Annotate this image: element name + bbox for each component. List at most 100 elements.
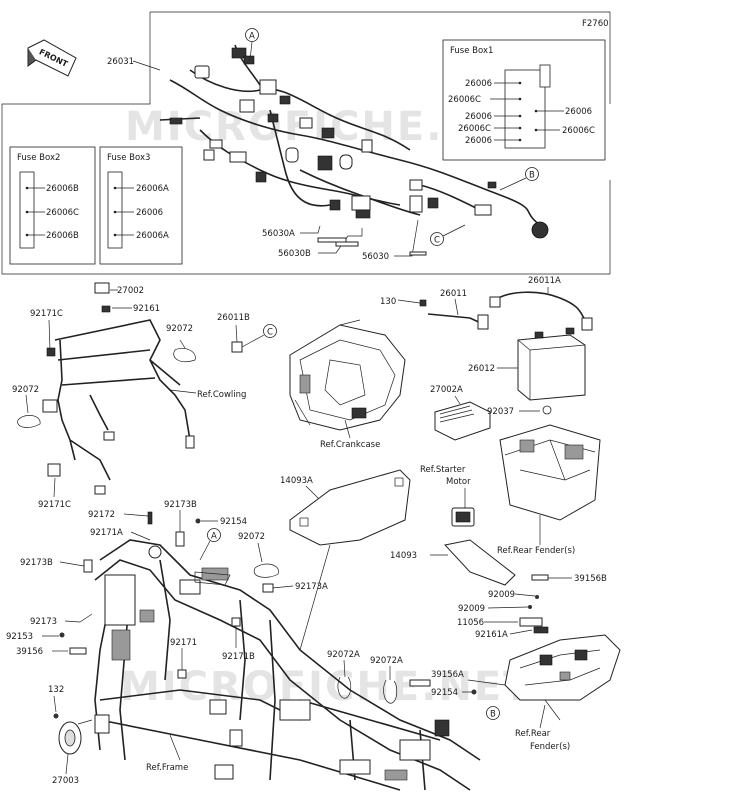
- svg-text:B: B: [490, 710, 496, 720]
- svg-text:26006: 26006: [465, 136, 492, 146]
- svg-text:26006: 26006: [136, 208, 163, 218]
- svg-text:26006: 26006: [465, 112, 492, 122]
- label-92173b-top: 92173B: [164, 500, 197, 510]
- callout-a-top: A: [245, 28, 259, 61]
- main-wiring-harness: [159, 44, 549, 239]
- callout-c-top: C: [430, 224, 466, 246]
- harness-frame-top: [150, 11, 611, 104]
- clip-92072-a: [173, 347, 196, 363]
- label-92171c-bot: 92171C: [38, 500, 71, 510]
- callout-b-bottom: B: [486, 706, 500, 720]
- ref-rear-fender-b-line2: Fender(s): [530, 742, 570, 752]
- fuse-box1-title: Fuse Box1: [450, 46, 493, 56]
- crankcase: [289, 319, 406, 431]
- label-92171c-top: 92171C: [30, 309, 63, 319]
- label-92173a: 92173A: [295, 582, 328, 592]
- svg-text:26006A: 26006A: [136, 184, 169, 194]
- part-26011b: [231, 341, 243, 353]
- fuse-box2: Fuse Box2 26006B 26006C 26006B: [9, 146, 96, 265]
- label-11056: 11056: [457, 618, 484, 628]
- svg-text:26006B: 26006B: [46, 231, 79, 241]
- label-92161a: 92161A: [475, 630, 508, 640]
- clip-92072a-a: [337, 676, 352, 699]
- svg-text:26006: 26006: [565, 107, 592, 117]
- fuse-box3: Fuse Box3 26006A 26006 26006A: [99, 146, 183, 265]
- cover-14093: [444, 539, 516, 586]
- ref-frame: Ref.Frame: [146, 763, 188, 773]
- label-92072a-b: 92072A: [370, 656, 403, 666]
- label-92161: 92161: [133, 304, 160, 314]
- label-14093: 14093: [390, 551, 417, 561]
- svg-text:26006A: 26006A: [136, 231, 169, 241]
- watermark-bottom: MICROFICHE.NET: [120, 664, 533, 710]
- rear-fender-lower: [504, 634, 621, 721]
- svg-text:56030B: 56030B: [278, 249, 311, 259]
- part-27002: [94, 282, 110, 294]
- fuse-box1: Fuse Box1 26006 26006C 26006 26006C 2600…: [442, 39, 606, 161]
- svg-text:B: B: [529, 171, 535, 181]
- leader-26031: [132, 60, 161, 71]
- part-27002a: [434, 401, 491, 441]
- cable-26011a: [494, 291, 586, 321]
- callout-b-top: B: [499, 167, 539, 191]
- main-frame: [94, 539, 481, 791]
- svg-text:56030A: 56030A: [262, 229, 295, 239]
- svg-text:26006B: 26006B: [46, 184, 79, 194]
- label-92154-top: 92154: [220, 517, 247, 527]
- svg-text:26006C: 26006C: [562, 126, 595, 136]
- label-130: 130: [380, 297, 396, 307]
- label-92172: 92172: [88, 510, 115, 520]
- label-92072a-a: 92072A: [327, 650, 360, 660]
- leaders-56030: 56030A 56030B 56030: [262, 209, 427, 262]
- svg-text:26006C: 26006C: [448, 95, 481, 105]
- callout-a-bottom: A: [199, 528, 221, 561]
- label-39156b: 39156B: [574, 574, 607, 584]
- figure-code: F2760: [582, 19, 609, 29]
- bracket-92173a: [194, 571, 231, 586]
- ref-cowling: Ref.Cowling: [197, 390, 246, 400]
- label-27003: 27003: [52, 776, 79, 786]
- svg-text:26006C: 26006C: [46, 208, 79, 218]
- label-27002: 27002: [117, 286, 144, 296]
- front-arrow-icon: FRONT: [27, 39, 77, 77]
- svg-text:C: C: [267, 328, 273, 338]
- svg-text:56030: 56030: [362, 252, 389, 262]
- label-92009-b: 92009: [458, 604, 485, 614]
- rear-fender-box: [499, 424, 601, 521]
- horn-27003: [58, 719, 93, 755]
- label-27002a: 27002A: [430, 385, 463, 395]
- clip-92072-c: [253, 563, 279, 578]
- label-92171: 92171: [170, 638, 197, 648]
- label-92171a: 92171A: [90, 528, 123, 538]
- clip-92072a-b: [383, 679, 398, 704]
- harness-frame-outline: [1, 12, 611, 275]
- fuse-box2-title: Fuse Box2: [17, 153, 60, 163]
- svg-text:A: A: [211, 532, 217, 542]
- label-92171b: 92171B: [222, 652, 255, 662]
- cowling-bracket: [42, 319, 195, 495]
- label-92072-b: 92072: [12, 385, 39, 395]
- label-92173b-left: 92173B: [20, 558, 53, 568]
- ref-starter-line2: Motor: [446, 477, 471, 487]
- starter-relay: [451, 507, 475, 527]
- label-14093a: 14093A: [280, 476, 313, 486]
- label-26031: 26031: [107, 57, 134, 67]
- clip-92072-b: [17, 415, 41, 428]
- bolt-130: [419, 299, 427, 307]
- part-92161: [101, 305, 111, 313]
- ref-crankcase: Ref.Crankcase: [320, 440, 380, 450]
- callout-c-mid: C: [263, 324, 277, 338]
- ref-starter-line1: Ref.Starter: [420, 465, 466, 475]
- label-26012: 26012: [468, 364, 495, 374]
- label-26011: 26011: [440, 289, 467, 299]
- label-39156a: 39156A: [431, 670, 464, 680]
- svg-text:26006C: 26006C: [458, 124, 491, 134]
- ref-rear-fender-b-line1: Ref.Rear: [515, 729, 551, 739]
- label-132: 132: [48, 685, 64, 695]
- ref-rear-fender-a: Ref.Rear Fender(s): [497, 546, 575, 556]
- battery-26012: [517, 327, 586, 401]
- label-26011b: 26011B: [217, 313, 250, 323]
- svg-text:C: C: [434, 236, 440, 246]
